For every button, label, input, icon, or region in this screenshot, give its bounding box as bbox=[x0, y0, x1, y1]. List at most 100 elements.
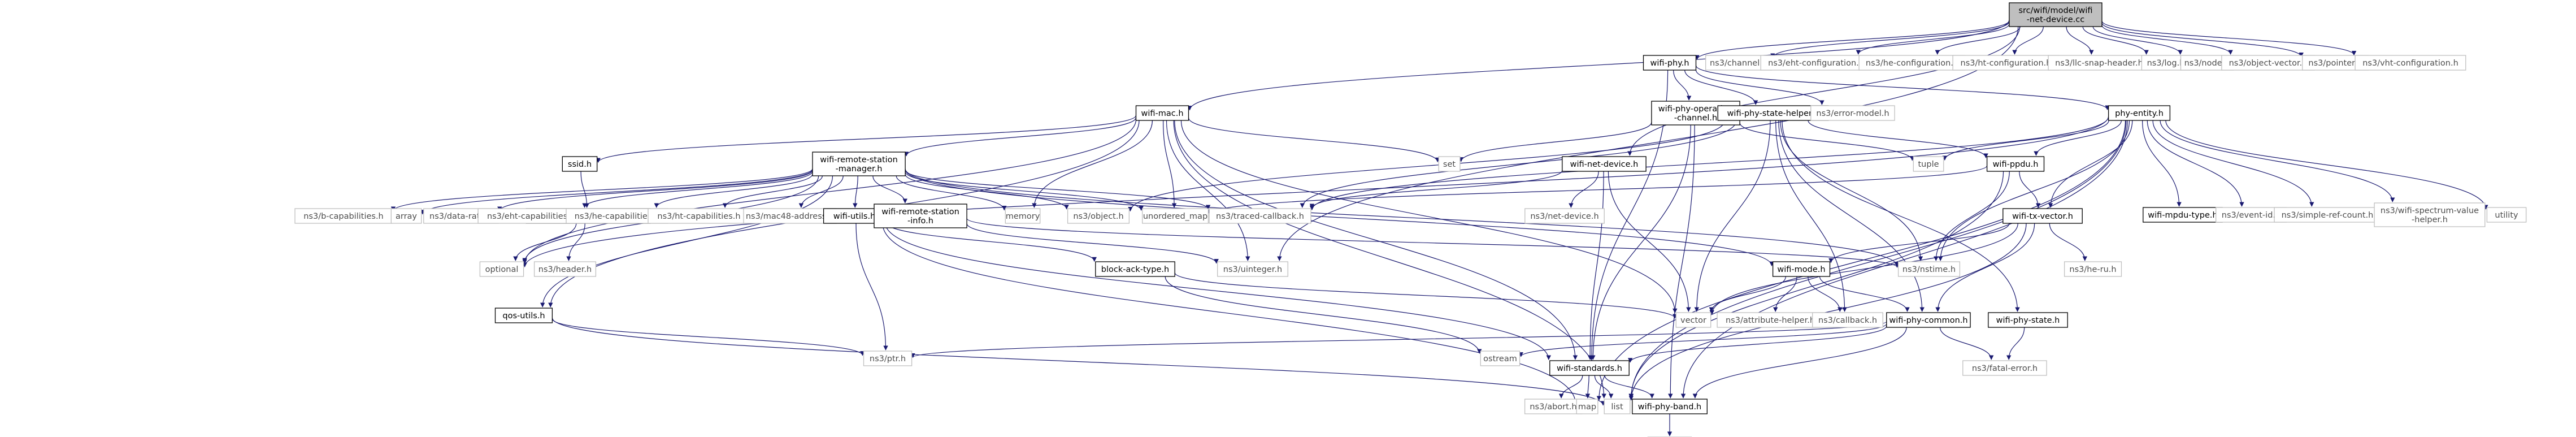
node-wifi-phy-operating-channel-h[interactable]: wifi-phy-operating-channel.h bbox=[1651, 101, 1740, 126]
node-box-ns3-error-model-h bbox=[1810, 105, 1895, 121]
node-label-ns3-ht-configuration-h: ns3/ht-configuration.h bbox=[1961, 59, 2052, 68]
node-box-ns3-header-h bbox=[533, 261, 597, 277]
edge-wifi-net-device-h-to-ns3-net-device-h bbox=[1569, 171, 1599, 208]
node-label-array: array bbox=[396, 212, 417, 221]
node-map: map bbox=[1576, 399, 1598, 414]
node-ns3-wifi-spectrum-value-helper-h: ns3/wifi-spectrum-value-helper.h bbox=[2374, 202, 2486, 227]
edge-wifi-phy-operating-channel-h-to-wifi-phy-band-h bbox=[1668, 124, 1695, 399]
node-ns3-eht-configuration-h: ns3/eht-configuration.h bbox=[1760, 55, 1872, 71]
edge-root-to-ns3-llc-snap-header-h bbox=[2066, 26, 2094, 55]
node-wifi-standards-h[interactable]: wifi-standards.h bbox=[1549, 360, 1630, 376]
edge-qos-utils-h-to-ns3-ptr-h bbox=[551, 318, 865, 356]
node-wifi-phy-state-h[interactable]: wifi-phy-state.h bbox=[1988, 312, 2068, 328]
node-box-ns3-llc-snap-header-h bbox=[2048, 55, 2151, 71]
node-label-ns3-nstime-h: ns3/nstime.h bbox=[1902, 265, 1956, 274]
node-ns3-object-vector-h: ns3/object-vector.h bbox=[2221, 55, 2315, 71]
node-label-vector: vector bbox=[1680, 316, 1706, 325]
node-set: set bbox=[1438, 156, 1461, 172]
edge-wifi-tx-vector-h-to-wifi-phy-common-h bbox=[1935, 223, 2035, 312]
node-box-wifi-tx-vector-h bbox=[2002, 208, 2083, 224]
node-root[interactable]: src/wifi/model/wifi-net-device.cc bbox=[2009, 2, 2102, 27]
node-phy-entity-h[interactable]: phy-entity.h bbox=[2108, 105, 2171, 121]
node-wifi-mpdu-type-h[interactable]: wifi-mpdu-type.h bbox=[2143, 207, 2223, 223]
node-vector: vector bbox=[1675, 312, 1711, 328]
node-wifi-remote-station-info-h[interactable]: wifi-remote-station-info.h bbox=[874, 204, 967, 228]
edge-wifi-remote-station-manager-h-to-ns3-object-h bbox=[905, 174, 1069, 210]
edge-phy-entity-h-to-wifi-tx-vector-h bbox=[2048, 120, 2133, 208]
node-box-ns3-simple-ref-count-h bbox=[2274, 207, 2381, 223]
node-box-map bbox=[1576, 399, 1598, 414]
node-label-ns3-vht-configuration-h: ns3/vht-configuration.h bbox=[2362, 59, 2458, 68]
node-label-ns3-channel-h: ns3/channel.h bbox=[1710, 59, 1767, 68]
edge-wifi-remote-station-manager-h-to-ns3-ht-capabilities-h bbox=[722, 175, 823, 208]
node-ns3-uinteger-h: ns3/uinteger.h bbox=[1217, 261, 1288, 277]
edge-wifi-mac-h-to-ssid-h bbox=[596, 115, 1137, 163]
node-box-ns3-fatal-error-h bbox=[1962, 360, 2047, 376]
node-label-ostream: ostream bbox=[1483, 354, 1517, 364]
edge-wifi-mac-h-to-optional bbox=[522, 119, 1137, 265]
node-box-ns3-uinteger-h bbox=[1217, 261, 1288, 277]
node-ns3-abort-h: ns3/abort.h bbox=[1524, 399, 1583, 414]
node-label-wifi-phy-operating-channel-h: wifi-phy-operating bbox=[1658, 105, 1733, 114]
node-box-unordered-map bbox=[1142, 208, 1209, 224]
node-wifi-phy-band-h[interactable]: wifi-phy-band.h bbox=[1632, 399, 1708, 414]
edge-root-to-ns3-log-h bbox=[2082, 26, 2149, 55]
node-ns3-header-h: ns3/header.h bbox=[533, 261, 597, 277]
node-box-ns3-callback-h bbox=[1812, 312, 1883, 328]
node-block-ack-type-h[interactable]: block-ack-type.h bbox=[1095, 261, 1175, 277]
node-label-optional: optional bbox=[485, 265, 519, 274]
edge-phy-entity-h-to-ns3-simple-ref-count-h bbox=[2152, 120, 2314, 207]
edge-wifi-phy-operating-channel-h-to-wifi-standards-h bbox=[1591, 124, 1691, 360]
node-label-root: -net-device.cc bbox=[2027, 15, 2084, 24]
node-label-wifi-utils-h: wifi-utils.h bbox=[833, 212, 876, 221]
edge-wifi-phy-h-to-ns3-error-model-h bbox=[1695, 70, 1825, 105]
node-wifi-phy-common-h[interactable]: wifi-phy-common.h bbox=[1886, 312, 1971, 328]
node-box-ns3-attribute-helper-h bbox=[1717, 312, 1824, 328]
node-wifi-mac-h[interactable]: wifi-mac.h bbox=[1135, 105, 1189, 121]
edge-root-to-wifi-phy-h bbox=[1695, 20, 2010, 60]
node-wifi-ppdu-h[interactable]: wifi-ppdu.h bbox=[1986, 156, 2045, 172]
node-label-phy-entity-h: phy-entity.h bbox=[2115, 109, 2164, 118]
edge-wifi-phy-operating-channel-h-to-tuple bbox=[1739, 122, 1915, 161]
node-label-ns3-eht-configuration-h: ns3/eht-configuration.h bbox=[1768, 59, 1864, 68]
edge-wifi-standards-h-to-map bbox=[1585, 375, 1591, 399]
node-label-wifi-phy-state-h: wifi-phy-state.h bbox=[1996, 316, 2060, 325]
edge-wifi-phy-state-helper-h-to-vector bbox=[1694, 120, 1771, 312]
edge-wifi-tx-vector-h-to-list bbox=[1628, 223, 2027, 401]
node-qos-utils-h[interactable]: qos-utils.h bbox=[494, 308, 553, 323]
node-label-unordered-map: unordered_map bbox=[1143, 212, 1207, 221]
edge-wifi-remote-station-manager-h-to-qos-utils-h bbox=[540, 175, 833, 308]
node-label-map: map bbox=[1578, 403, 1596, 412]
node-label-wifi-ppdu-h: wifi-ppdu.h bbox=[1993, 160, 2039, 169]
node-wifi-net-device-h[interactable]: wifi-net-device.h bbox=[1562, 156, 1647, 172]
node-label-ns3-callback-h: ns3/callback.h bbox=[1818, 316, 1877, 325]
edge-wifi-remote-station-info-h-to-ns3-nstime-h bbox=[966, 218, 1900, 268]
node-label-ns3-simple-ref-count-h: ns3/simple-ref-count.h bbox=[2282, 211, 2374, 220]
edge-wifi-phy-h-to-wifi-phy-operating-channel-h bbox=[1673, 70, 1692, 101]
node-label-wifi-remote-station-info-h: -info.h bbox=[907, 217, 933, 226]
node-ssid-h[interactable]: ssid.h bbox=[562, 156, 598, 172]
node-wifi-tx-vector-h[interactable]: wifi-tx-vector.h bbox=[2002, 208, 2083, 224]
node-wifi-remote-station-manager-h[interactable]: wifi-remote-station-manager.h bbox=[812, 152, 906, 176]
node-label-ssid-h: ssid.h bbox=[568, 160, 592, 169]
edge-wifi-phy-state-helper-h-to-ns3-callback-h bbox=[1775, 120, 1847, 312]
edge-wifi-remote-station-manager-h-to-array bbox=[420, 169, 813, 215]
edge-wifi-mode-h-to-vector bbox=[1709, 276, 1786, 312]
node-box-wifi-net-device-h bbox=[1562, 156, 1647, 172]
node-label-root: src/wifi/model/wifi bbox=[2018, 6, 2092, 15]
edge-wifi-standards-h-to-wifi-phy-band-h bbox=[1604, 375, 1654, 399]
node-box-wifi-mpdu-type-h bbox=[2143, 207, 2223, 223]
node-wifi-mode-h[interactable]: wifi-mode.h bbox=[1772, 261, 1831, 277]
node-wifi-phy-state-helper-h[interactable]: wifi-phy-state-helper.h bbox=[1717, 105, 1829, 121]
edge-root-to-ns3-uinteger-h bbox=[1277, 26, 2019, 261]
node-ns3-vht-configuration-h: ns3/vht-configuration.h bbox=[2355, 55, 2466, 71]
node-wifi-phy-h[interactable]: wifi-phy.h bbox=[1643, 55, 1697, 71]
edge-root-to-ns3-eht-configuration-h bbox=[1856, 24, 2010, 55]
node-label-ns3-fatal-error-h: ns3/fatal-error.h bbox=[1972, 364, 2038, 373]
node-label-memory: memory bbox=[1006, 212, 1040, 221]
node-box-qos-utils-h bbox=[494, 308, 553, 323]
edge-phy-entity-h-to-tuple bbox=[1942, 120, 2109, 161]
node-label-ns3-mac48-address-h: ns3/mac48-address.h bbox=[746, 212, 834, 221]
node-memory: memory bbox=[1005, 208, 1041, 224]
node-tuple: tuple bbox=[1913, 156, 1944, 172]
